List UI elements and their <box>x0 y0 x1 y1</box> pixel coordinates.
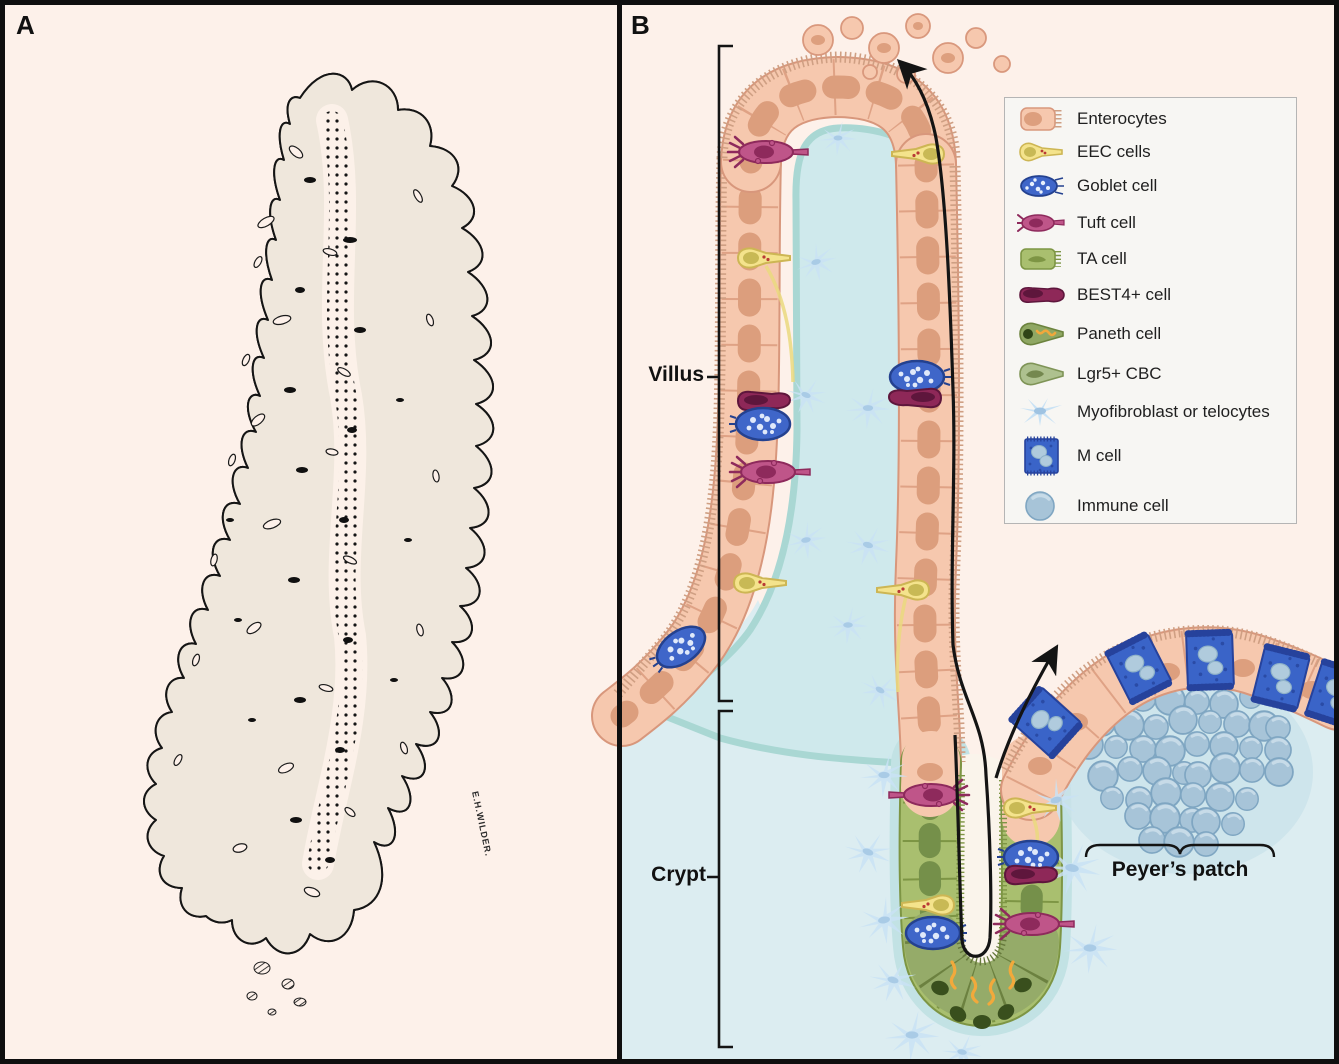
villus-right-epithelium <box>893 133 966 795</box>
legend-label: M cell <box>1077 446 1122 465</box>
best4-icon <box>1019 286 1065 304</box>
legend-label: Tuft cell <box>1077 213 1136 232</box>
legend-item-lgr5: Lgr5+ CBC <box>1017 359 1162 389</box>
legend: Enterocytes EEC cells Goblet cell Tuft c… <box>1004 97 1297 524</box>
legend-label: TA cell <box>1077 249 1127 268</box>
legend-item-eec: EEC cells <box>1017 137 1151 167</box>
goblet-icon <box>1020 175 1064 197</box>
panel-a-engraving: E.H.WILDER. <box>0 0 618 1064</box>
immune-cell-icon <box>1025 491 1055 521</box>
brush-border <box>611 157 728 700</box>
engraving-goblet-voids <box>173 145 440 898</box>
panel-b-diagram <box>591 0 1339 1064</box>
paneth-icon <box>1019 322 1064 346</box>
m-cell-icon <box>1024 436 1059 476</box>
engraving-specks <box>246 961 307 1016</box>
villus-left-epithelium <box>591 129 782 747</box>
villus-label: Villus <box>648 363 704 386</box>
panel-b-label: B <box>631 10 650 40</box>
tuft-icon <box>1017 214 1065 232</box>
legend-label: Enterocytes <box>1077 109 1167 128</box>
ta-cell-icon <box>1020 248 1061 270</box>
legend-item-best4: BEST4+ cell <box>1017 280 1171 310</box>
peyers-brace <box>1084 843 1276 858</box>
legend-label: Goblet cell <box>1077 176 1158 195</box>
legend-item-myofibroblast: Myofibroblast or telocytes <box>1017 397 1270 427</box>
peyers-dome-epithelium <box>1000 625 1339 821</box>
enterocyte-icon <box>1020 107 1062 131</box>
legend-label: Paneth cell <box>1077 324 1162 343</box>
villus-dome-epithelium <box>716 51 961 195</box>
crypt-bracket <box>707 709 733 1049</box>
paneth-granules <box>949 960 1016 1006</box>
legend-label: Lgr5+ CBC <box>1077 364 1162 383</box>
eec-icon <box>1019 142 1063 162</box>
panel-a-label: A <box>16 10 35 40</box>
crypt-label: Crypt <box>651 863 706 886</box>
legend-label: Myofibroblast or telocytes <box>1077 402 1270 421</box>
lgr5-icon <box>1019 362 1064 386</box>
legend-label: EEC cells <box>1077 142 1151 161</box>
legend-item-immune: Immune cell <box>1017 488 1169 524</box>
legend-label: Immune cell <box>1077 496 1169 515</box>
panel-divider <box>617 0 622 1064</box>
legend-item-paneth: Paneth cell <box>1017 319 1161 349</box>
engraving-dark-blobs <box>226 177 412 863</box>
brush-border <box>948 165 966 763</box>
peyers-arrow <box>994 644 1059 779</box>
legend-item-goblet: Goblet cell <box>1017 171 1157 201</box>
myofibroblast-icon <box>1020 398 1062 426</box>
migration-arrow <box>896 58 993 958</box>
legend-item-m-cell: M cell <box>1017 434 1121 478</box>
villus-bracket <box>707 44 733 703</box>
peyers-patch-label: Peyer’s patch <box>1111 858 1249 881</box>
legend-item-ta: TA cell <box>1017 244 1127 274</box>
legend-label: BEST4+ cell <box>1077 285 1172 304</box>
legend-item-enterocytes: Enterocytes <box>1017 104 1167 134</box>
crypt-lumen <box>959 754 1005 978</box>
legend-item-tuft: Tuft cell <box>1017 208 1136 238</box>
